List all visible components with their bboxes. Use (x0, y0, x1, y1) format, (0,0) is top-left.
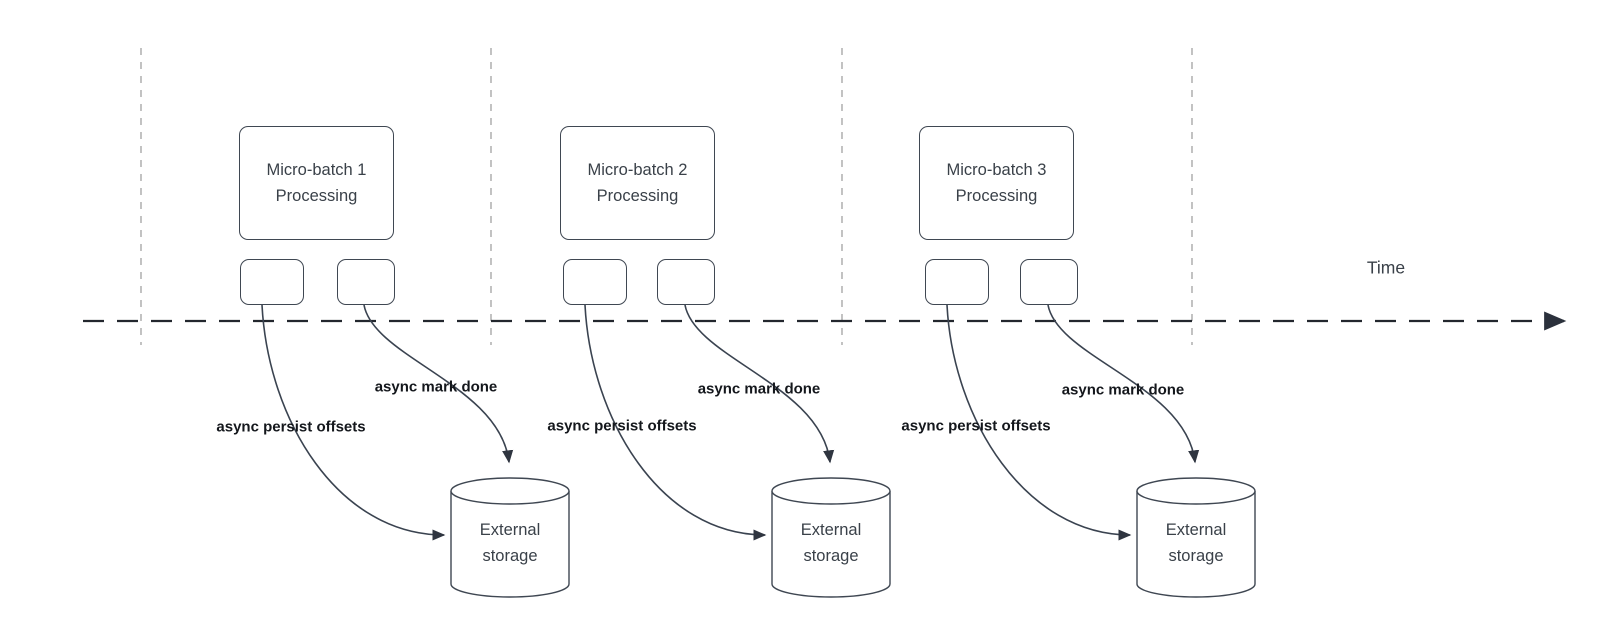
external-storage-cylinder-1 (450, 477, 570, 598)
async-persist-offsets-arrow-1 (261, 304, 446, 541)
micro-batch-3-processing-box: Micro-batch 3 Processing (919, 126, 1074, 240)
external-storage-label-3: External storage (1165, 521, 1227, 565)
micro-batch-3-subtask-box-right (1020, 259, 1078, 305)
async-mark-done-arrow-2 (684, 304, 835, 464)
async-mark-done-arrow-1 (363, 304, 514, 464)
time-axis-label: Time (1366, 257, 1406, 278)
external-storage-label-1: External storage (479, 521, 541, 565)
async-persist-offsets-arrow-2 (584, 304, 767, 541)
micro-batch-2-processing-box: Micro-batch 2 Processing (560, 126, 715, 240)
micro-batch-2-subtask-box-left (563, 259, 627, 305)
async-persist-offsets-label-3: async persist offsets (901, 417, 1051, 435)
async-persist-offsets-arrow-3 (946, 304, 1132, 541)
external-storage-cylinder-3 (1136, 477, 1256, 598)
async-mark-done-label-2: async mark done (697, 380, 821, 398)
cylinder-top (771, 477, 891, 505)
async-persist-offsets-label-1: async persist offsets (216, 418, 366, 436)
async-mark-done-arrow-3 (1047, 304, 1200, 464)
cylinder-body (771, 491, 891, 598)
async-mark-done-label-1: async mark done (374, 378, 498, 396)
micro-batch-1-subtask-box-right (337, 259, 395, 305)
micro-batch-1-subtask-box-left (240, 259, 304, 305)
async-persist-offsets-label-2: async persist offsets (547, 417, 697, 435)
micro-batch-2-subtask-box-right (657, 259, 715, 305)
cylinder-top (1136, 477, 1256, 505)
micro-batch-1-processing-box: Micro-batch 1 Processing (239, 126, 394, 240)
external-storage-label-2: External storage (800, 521, 862, 565)
async-mark-done-label-3: async mark done (1061, 381, 1185, 399)
micro-batch-3-subtask-box-left (925, 259, 989, 305)
cylinder-body (1136, 491, 1256, 598)
cylinder-body (450, 491, 570, 598)
external-storage-cylinder-2 (771, 477, 891, 598)
cylinder-top (450, 477, 570, 505)
